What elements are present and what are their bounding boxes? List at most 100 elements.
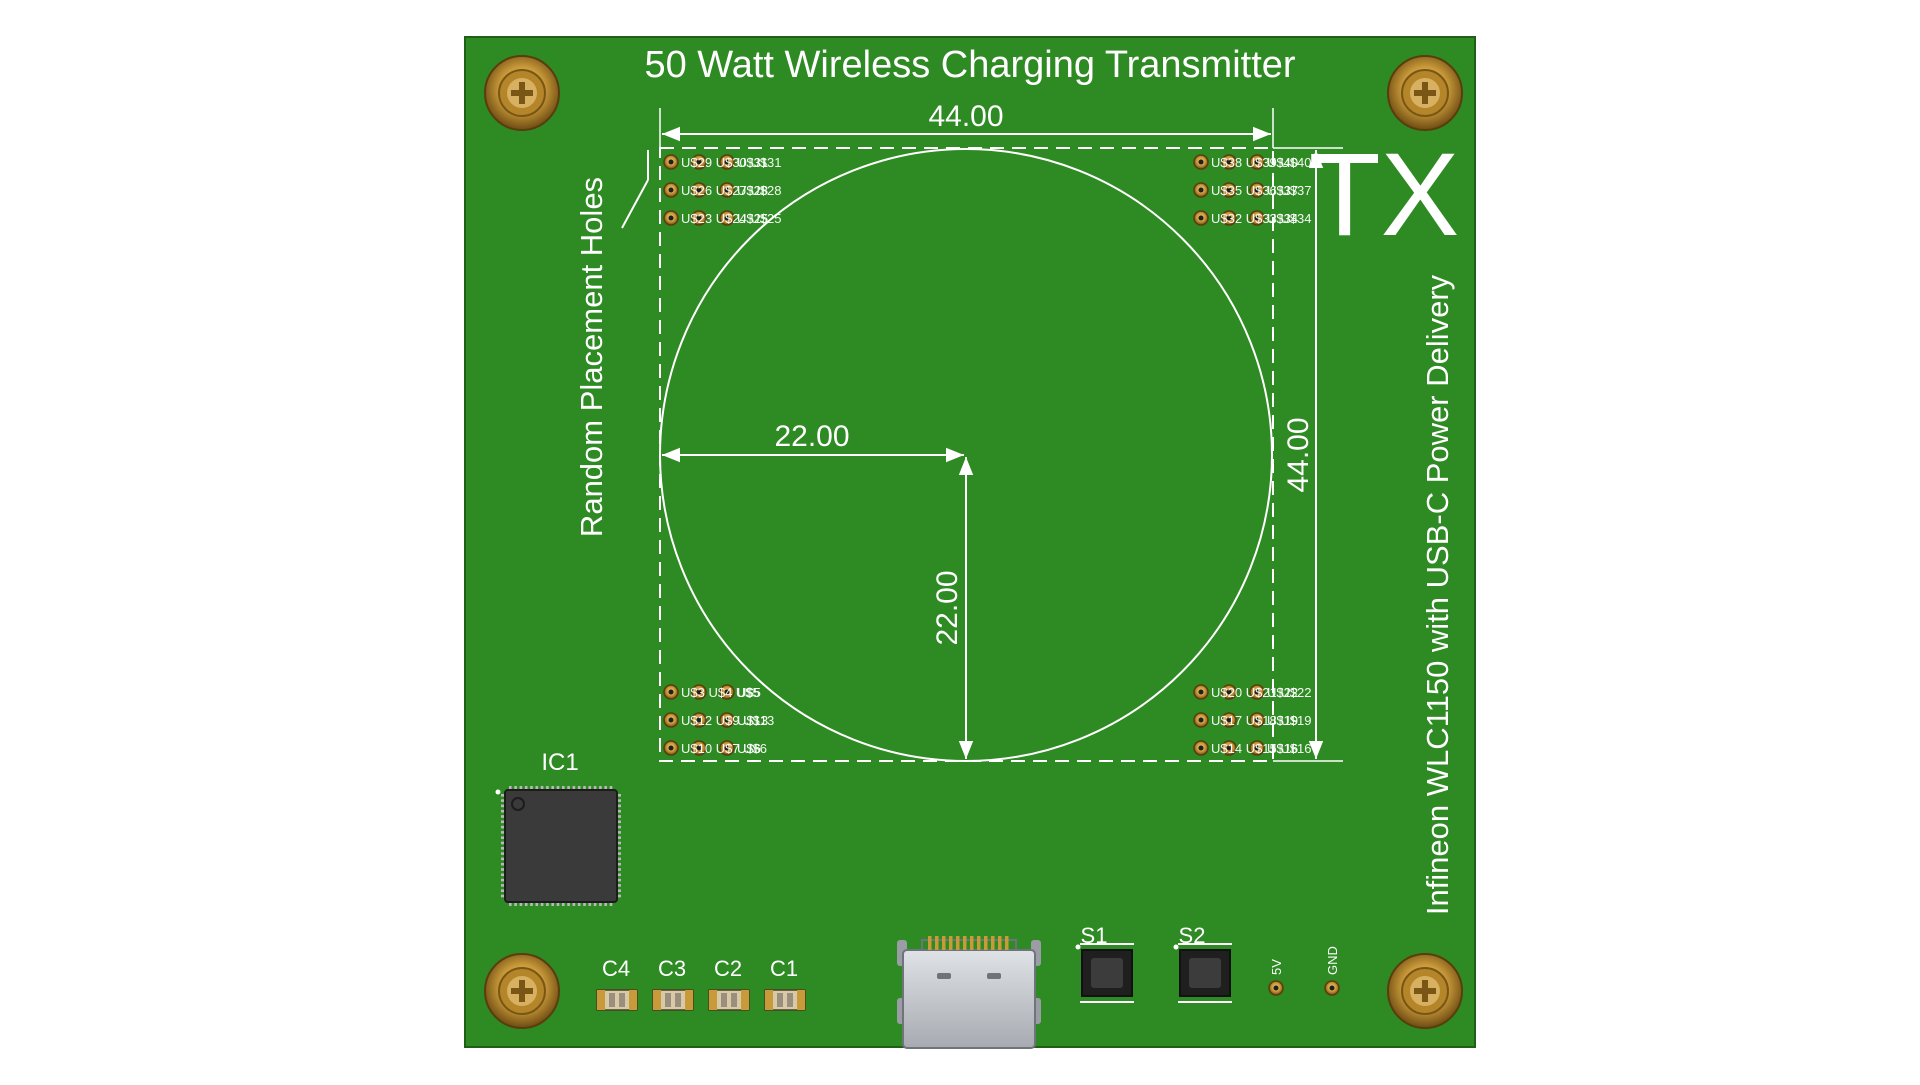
ic1-pin [604,901,607,906]
placement-hole-refs: U$17 U$18 U$19 [1211,713,1311,728]
ic1-pin [583,901,586,906]
dim-top-value: 44.00 [928,100,1003,133]
usb-c-connector [897,936,1041,1049]
ic1-pin [501,894,506,898]
ic1-pin [501,857,506,861]
ic1-pin1-marker [511,797,525,811]
placement-hole-drill [1198,689,1204,695]
placement-hole-drill [1198,159,1204,165]
ic1-pin [546,786,549,791]
ic1-pin [501,884,506,887]
placement-hole-ref-last: U$13 [737,713,768,728]
capacitor-c4 [596,989,638,1011]
ic1-pin [567,786,570,791]
ic1-pin [551,786,554,791]
placement-hole-ref-last: U$40 [1267,155,1298,170]
ic1-pin [616,889,621,892]
placement-hole-drill [1226,215,1232,221]
ic1-pin [501,825,506,829]
switch-s2 [1173,943,1232,1003]
ic1-pin [616,799,621,802]
ic1-pin [501,841,506,845]
placement-hole-ref-last: U$22 [1267,685,1298,700]
mounting-hole-bottom-right [1387,953,1463,1029]
ic1-pin [616,884,621,887]
placement-holes-leader [621,179,649,229]
mounting-hole-bottom-left [484,953,560,1029]
ic1-pin [616,868,621,871]
ic1-pin [501,868,506,871]
pad-5v-label: 5V [1269,959,1284,975]
ic1-pin [524,786,528,791]
ic1-pin [593,786,597,791]
ic1-pin [501,889,506,892]
ic1-pin [604,786,607,791]
capacitor-c3 [652,989,694,1011]
ic1-pin [616,820,621,824]
random-placement-holes-label: Random Placement Holes [574,177,609,537]
ic1-chip [495,786,621,906]
ic1-pin [567,901,570,906]
usb-c-pin [977,936,981,950]
dim-radius-v-value: 22.00 [931,570,964,645]
test-pad-5v [1268,980,1284,996]
placement-hole-refs: U$20 U$21 U$22 [1211,685,1311,700]
c3-label: C3 [658,956,686,981]
placement-hole-drill [724,159,730,165]
ic1-pin [583,786,586,791]
placement-hole-drill [1226,159,1232,165]
placement-hole-ref-last: U$31 [737,155,768,170]
placement-hole-refs: U$23 U$24 U$25 [681,211,781,226]
ic1-pin [524,901,528,906]
ic1-pin [519,786,523,791]
ic1-pin [609,901,613,906]
usb-c-pin [949,936,953,950]
ic1-pin [588,901,592,906]
placement-hole-drill [1198,187,1204,193]
placement-hole-drill [724,215,730,221]
ic1-pin [501,852,506,855]
usb-c-pins [928,936,1009,950]
placement-hole-drill [696,717,702,723]
usb-c-pin [984,936,988,950]
capacitor-c2 [708,989,750,1011]
ic1-pin [530,786,533,791]
placement-hole-drill [668,745,674,751]
ic1-pin [593,901,597,906]
placement-hole-drill [696,159,702,165]
placement-hole-ref-last: U$5 [737,685,761,700]
ic1-pin [514,901,517,906]
placement-hole-ref-last: U$16 [1267,741,1298,756]
placement-hole-drill [668,717,674,723]
ic1-pin [501,862,506,866]
ic1-pin [501,836,506,839]
ic1-pin [535,901,539,906]
ic1-pin [616,841,621,845]
ic1-label: IC1 [541,749,578,776]
placement-hole-drill [1254,215,1260,221]
usb-c-pin [935,936,939,950]
usb-c-pin [956,936,960,950]
usb-c-pin [963,936,967,950]
infineon-description-label: Infineon WLC1150 with USB-C Power Delive… [1420,274,1455,915]
ic1-pin [616,831,621,834]
capacitor-c1 [764,989,806,1011]
placement-hole-drill [1254,187,1260,193]
ic1-pin [616,804,621,808]
hole-group-bottom-right: U$20 U$21 U$22U$22U$17 U$18 U$19U$19U$14… [1193,684,1311,756]
ic1-pin [556,786,560,791]
placement-hole-drill [724,187,730,193]
ic1-pin [501,815,506,818]
placement-hole-refs: U$35 U$36 U$37 [1211,183,1311,198]
placement-hole-ref-last: U$34 [1267,211,1298,226]
c4-label: C4 [602,956,630,981]
ic1-pin [501,878,506,882]
usb-c-pin [1005,936,1009,950]
mounting-hole-top-right [1387,55,1463,131]
placement-hole-ref-last: U$37 [1267,183,1298,198]
placement-hole-refs: U$3 U$4 U$5 [681,685,760,700]
board-title: 50 Watt Wireless Charging Transmitter [644,44,1295,86]
ic1-pin [514,786,517,791]
